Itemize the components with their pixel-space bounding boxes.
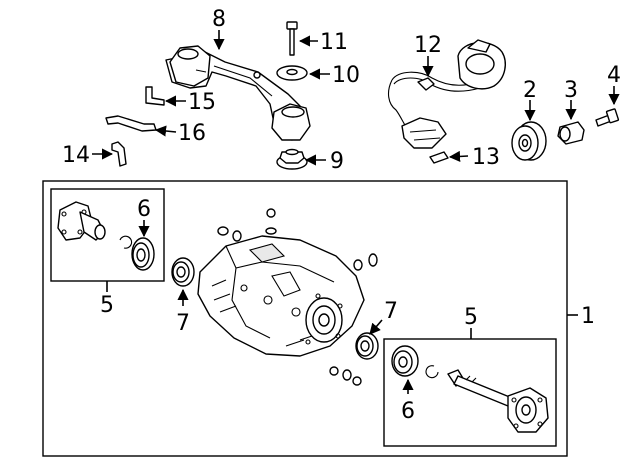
callout-6-right: 6	[401, 399, 415, 424]
callout-13: 13	[472, 145, 500, 170]
axle-shaft[interactable]	[447, 369, 549, 433]
small-fittings[interactable]	[217, 208, 378, 386]
oil-seal-left[interactable]	[131, 237, 155, 271]
differential-carrier[interactable]	[197, 235, 365, 357]
callout-10: 10	[332, 63, 360, 88]
callout-8: 8	[212, 7, 226, 32]
wiring-harness[interactable]	[387, 39, 506, 149]
bracket-15[interactable]	[145, 86, 165, 106]
callout-5-right: 5	[464, 305, 478, 330]
rear-subframe[interactable]	[165, 45, 311, 141]
strap-16[interactable]	[105, 115, 157, 132]
callout-7-left: 7	[176, 311, 190, 336]
callout-6-left: 6	[137, 197, 151, 222]
callout-11: 11	[320, 30, 348, 55]
companion-flange-left[interactable]	[57, 201, 106, 241]
callout-5-left: 5	[100, 293, 114, 318]
right-shaft-subassembly-frame	[383, 338, 557, 447]
side-oil-seal-right[interactable]	[355, 332, 379, 360]
callout-4: 4	[607, 63, 621, 88]
oil-seal-right[interactable]	[391, 345, 419, 377]
callout-16: 16	[178, 121, 206, 146]
callout-14: 14	[62, 143, 90, 168]
callout-7-right: 7	[384, 299, 398, 324]
pulley-bearing[interactable]	[511, 121, 547, 161]
bolt-4[interactable]	[595, 108, 620, 127]
callout-15: 15	[188, 90, 216, 115]
subframe-bolt[interactable]	[286, 21, 298, 56]
callout-2: 2	[523, 78, 537, 103]
sensor-3[interactable]	[557, 121, 585, 145]
callout-3: 3	[564, 78, 578, 103]
callout-12: 12	[414, 33, 442, 58]
subframe-mount-bushing[interactable]	[276, 148, 308, 170]
connector-13[interactable]	[429, 151, 449, 164]
side-oil-seal-left[interactable]	[171, 257, 195, 287]
callout-1: 1	[581, 304, 595, 329]
snap-ring-left[interactable]	[119, 235, 133, 249]
differential-assembly-frame	[42, 180, 568, 457]
clip-14[interactable]	[111, 141, 127, 167]
subframe-washer[interactable]	[276, 65, 308, 81]
callout-9: 9	[330, 149, 344, 174]
snap-ring-right[interactable]	[425, 365, 439, 379]
